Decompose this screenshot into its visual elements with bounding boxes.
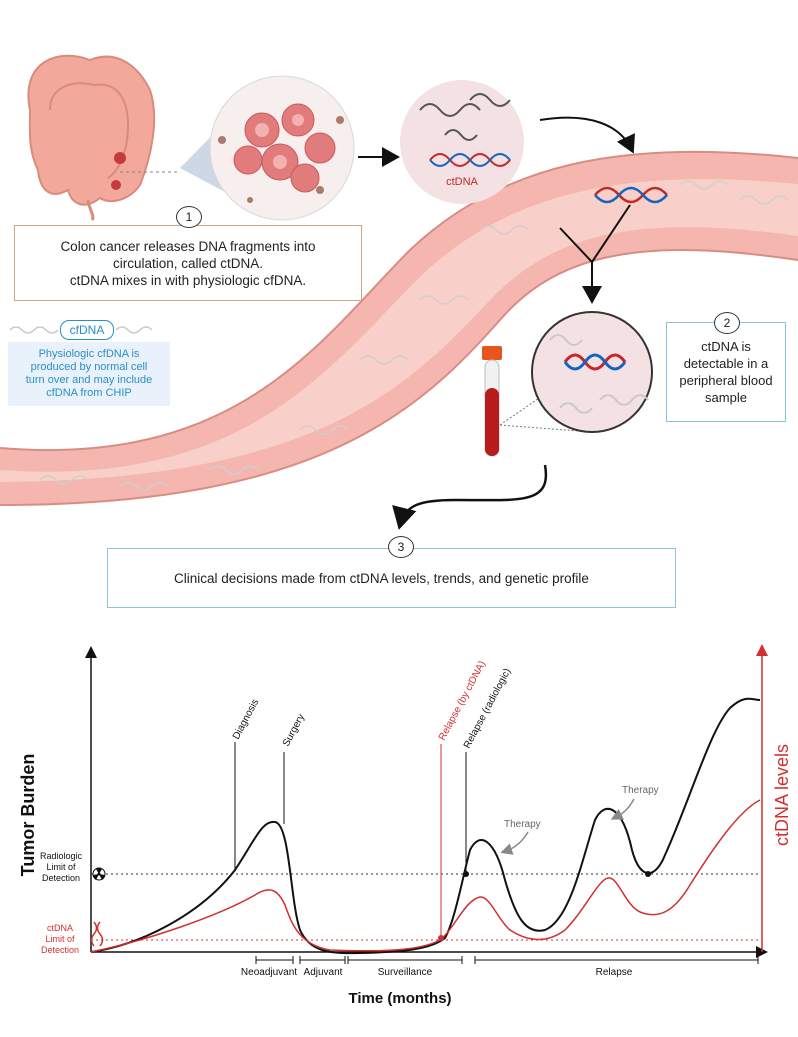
cfdna-dna-icon — [9, 326, 153, 334]
ctdna-series-line — [90, 799, 761, 953]
blood-tube — [482, 346, 502, 457]
y-axis-title: Tumor Burden — [18, 754, 38, 877]
tumor-burden-series-line — [90, 697, 761, 955]
cfdna-line: produced by normal cell — [30, 361, 148, 373]
phase-label-relapse: Relapse — [596, 967, 633, 978]
radiologic-lod-label: Radiologic Limit of Detection — [40, 851, 83, 883]
tumor-burden-chart: Diagnosis Surgery Relapse (by ctDNA) Rel… — [18, 644, 792, 1007]
ctdna-lod-line3: Detection — [41, 945, 79, 955]
radiologic-lod-line2: Limit of — [46, 862, 76, 872]
cfdna-label-pill: cfDNA — [60, 320, 114, 340]
x-axis-title: Time (months) — [348, 990, 451, 1007]
colon-illustration — [27, 54, 156, 221]
therapy-label-2: Therapy — [622, 785, 659, 796]
step1-line: Colon cancer releases DNA fragments into — [60, 238, 316, 254]
phase-label-surveillance: Surveillance — [378, 967, 433, 978]
relapse-radiologic-point-2 — [645, 871, 651, 877]
step1-line: ctDNA mixes in with physiologic cfDNA. — [69, 272, 307, 288]
step2-number: 2 — [714, 312, 740, 334]
vessel-dna-helix — [594, 186, 668, 204]
cfdna-line: cfDNA from CHIP — [46, 387, 132, 399]
ctdna-label: ctDNA — [446, 176, 478, 188]
phase-label-neoadjuvant: Neoadjuvant — [241, 967, 297, 978]
step2-line: ctDNA is — [701, 339, 751, 354]
diagnosis-label: Diagnosis — [231, 697, 261, 741]
step1-box: Colon cancer releases DNA fragments into… — [14, 225, 362, 301]
blood-vessel — [0, 150, 798, 506]
step1-number: 1 — [176, 206, 202, 228]
relapse-ctdna-point — [438, 935, 444, 941]
step2-line: detectable in a — [683, 356, 769, 371]
ctdna-illustration: ctDNA + — [0, 54, 798, 597]
y2-axis-title: ctDNA levels — [772, 744, 792, 846]
phase-label-adjuvant: Adjuvant — [304, 967, 343, 978]
step3-number: 3 — [388, 536, 414, 558]
blood-magnifier — [531, 311, 653, 433]
surgery-label: Surgery — [281, 712, 307, 748]
step3-text: Clinical decisions made from ctDNA level… — [174, 570, 589, 586]
radiologic-lod-line1: Radiologic — [40, 851, 83, 861]
ctdna-fragment-circle — [400, 80, 524, 204]
step1-line: circulation, called ctDNA. — [112, 255, 264, 271]
step2-line: peripheral blood — [679, 373, 773, 388]
relapse-radiologic-point — [463, 871, 469, 877]
ctdna-lod-label: ctDNA Limit of Detection — [41, 923, 79, 955]
radiation-icon — [92, 867, 106, 881]
phase-timeline — [255, 956, 759, 964]
therapy-label-1: Therapy — [504, 819, 541, 830]
step3-box: Clinical decisions made from ctDNA level… — [107, 548, 676, 608]
dna-icon — [90, 921, 104, 947]
step2-line: sample — [705, 390, 747, 405]
ctdna-lod-line2: Limit of — [45, 934, 75, 944]
ctdna-lod-line1: ctDNA — [47, 923, 73, 933]
cfdna-info-box: Physiologic cfDNA is produced by normal … — [8, 342, 170, 406]
cfdna-label: cfDNA — [69, 323, 105, 337]
radiologic-lod-line3: Detection — [42, 873, 80, 883]
step2-box: ctDNA is detectable in a peripheral bloo… — [666, 322, 786, 422]
cfdna-line: Physiologic cfDNA is — [38, 348, 140, 360]
tumor-magnifier — [120, 75, 355, 221]
cfdna-line: turn over and may include — [25, 374, 153, 386]
